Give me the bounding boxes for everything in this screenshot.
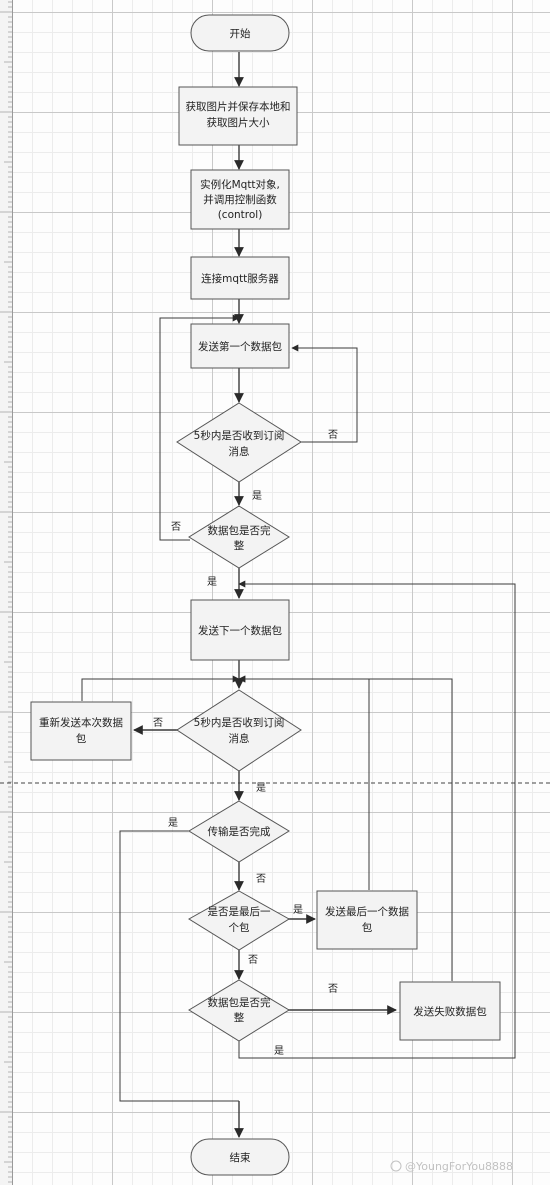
edge-label-complete1-yes: 是 (207, 576, 217, 588)
node-check-recv-2-line1: 5秒内是否收到订阅 (194, 716, 285, 729)
node-connect: 连接mqtt服务器 (190, 256, 290, 300)
node-get-image-line2: 获取图片大小 (207, 116, 270, 129)
node-send-fail-label: 发送失败数据包 (413, 1005, 487, 1018)
node-send-first: 发送第一个数据包 (190, 323, 290, 369)
edge-label-recv2-yes: 是 (256, 782, 266, 794)
node-end-label: 结束 (230, 1151, 251, 1164)
node-send-next: 发送下一个数据包 (190, 599, 290, 661)
node-get-image-line1: 获取图片并保存本地和 (186, 100, 291, 113)
node-is-last-line2: 个包 (229, 921, 250, 934)
edge-label-complete2-no: 否 (328, 983, 338, 995)
edge-label-last-no: 否 (248, 954, 258, 966)
node-check-recv-2: 5秒内是否收到订阅 消息 (176, 689, 302, 772)
node-instantiate-line3: (control) (218, 209, 263, 221)
node-send-fail: 发送失败数据包 (399, 981, 501, 1041)
node-check-recv-1-line2: 消息 (229, 445, 250, 458)
connectors (81, 52, 516, 1138)
node-send-next-label: 发送下一个数据包 (198, 624, 282, 637)
vertical-ruler (0, 0, 13, 1185)
node-send-last-line1: 发送最后一个数据 (325, 905, 409, 918)
node-check-complete-1: 数据包是否完 整 (188, 505, 290, 569)
node-check-complete-1-line1: 数据包是否完 (208, 524, 271, 537)
node-instantiate-line2: 并调用控制函数 (203, 193, 277, 206)
edge-label-done-yes: 是 (168, 817, 178, 829)
node-instantiate: 实例化Mqtt对象, 并调用控制函数 (control) (190, 169, 290, 230)
node-check-complete-2-line2: 整 (234, 1011, 245, 1024)
node-check-recv-2-line2: 消息 (229, 732, 250, 745)
node-end: 结束 (190, 1138, 290, 1176)
node-transfer-done: 传输是否完成 (188, 800, 290, 863)
node-check-complete-2: 数据包是否完 整 (188, 979, 290, 1042)
node-resend-line2: 包 (76, 732, 87, 745)
edge-label-last-yes: 是 (293, 904, 303, 916)
node-is-last: 是否是最后一 个包 (188, 890, 290, 951)
watermark: @YoungForYou8888 (390, 1160, 513, 1173)
node-check-recv-1-line1: 5秒内是否收到订阅 (194, 429, 285, 442)
node-resend: 重新发送本次数据 包 (30, 701, 132, 761)
node-send-last-line2: 包 (362, 921, 373, 934)
node-check-recv-1: 5秒内是否收到订阅 消息 (176, 402, 302, 483)
node-start: 开始 (190, 14, 290, 52)
node-send-first-label: 发送第一个数据包 (198, 340, 282, 353)
node-resend-line1: 重新发送本次数据 (39, 716, 123, 729)
edge-label-complete1-no: 否 (171, 521, 181, 533)
node-transfer-done-label: 传输是否完成 (208, 825, 271, 838)
node-check-complete-1-line2: 整 (234, 539, 245, 552)
edge-label-recv1-yes: 是 (252, 490, 262, 502)
edge-label-complete2-yes: 是 (274, 1045, 284, 1057)
node-connect-label: 连接mqtt服务器 (201, 272, 279, 285)
edge-label-recv1-no: 否 (328, 429, 338, 441)
node-check-complete-2-line1: 数据包是否完 (208, 996, 271, 1009)
edge-label-done-no: 否 (256, 873, 266, 885)
node-instantiate-line1: 实例化Mqtt对象, (200, 178, 280, 191)
edge-label-recv2-no: 否 (153, 717, 163, 729)
edge-labels: 否 是 否 是 否 是 是 否 是 否 否 是 (153, 429, 338, 1057)
watermark-text: @YoungForYou8888 (405, 1160, 513, 1173)
node-send-last: 发送最后一个数据 包 (316, 890, 418, 950)
node-start-label: 开始 (230, 27, 251, 40)
node-is-last-line1: 是否是最后一 (208, 906, 271, 918)
node-get-image: 获取图片并保存本地和 获取图片大小 (178, 86, 298, 146)
